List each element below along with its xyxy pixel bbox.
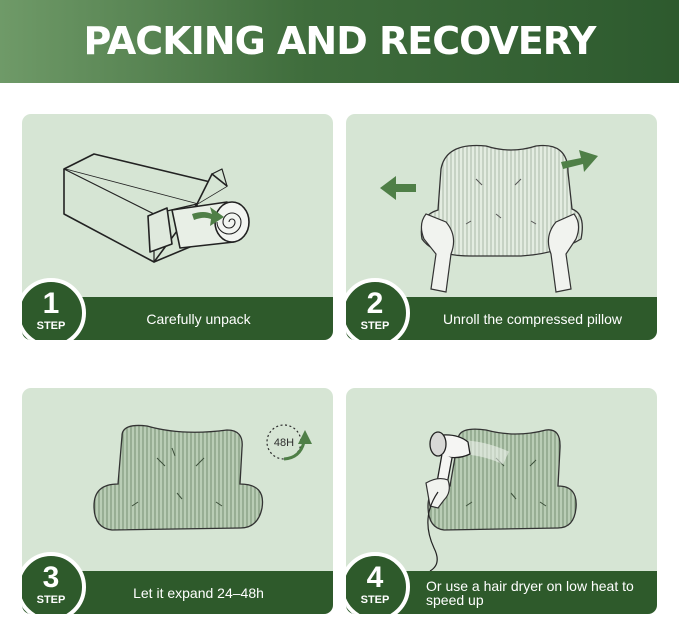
step-card-2: Unroll the compressed pillow 2 STEP <box>346 114 657 340</box>
step-label: STEP <box>360 320 390 332</box>
box-roll-illustration <box>63 153 250 263</box>
step-card-4: Or use a hair dryer on low heat to speed… <box>346 388 657 614</box>
hair-dryer-illustration <box>425 428 577 571</box>
step-label: STEP <box>36 320 66 332</box>
expanded-pillow-illustration <box>93 424 264 531</box>
page-title: PACKING AND RECOVERY <box>83 19 597 63</box>
timer-label: 48H <box>274 437 294 449</box>
step-badge: 1 STEP <box>22 278 86 340</box>
header-banner: PACKING AND RECOVERY <box>0 0 679 83</box>
step-number: 2 <box>366 287 384 320</box>
step-badge: 2 STEP <box>346 278 410 340</box>
pillow-unroll-illustration <box>380 144 598 293</box>
step-number: 4 <box>366 561 384 594</box>
step-caption: Unroll the compressed pillow <box>443 310 622 327</box>
step-caption: Let it expand 24–48h <box>133 584 264 601</box>
clock-48h-icon: 48H <box>260 420 316 464</box>
step-caption: Carefully unpack <box>146 310 251 327</box>
step-label: STEP <box>360 594 390 606</box>
step-badge: 3 STEP <box>22 552 86 614</box>
step-card-1: Carefully unpack 1 STEP <box>22 114 333 340</box>
step-card-3: 48H Let it expand 24–48h 3 STEP <box>22 388 333 614</box>
step-number: 1 <box>42 287 60 320</box>
step-number: 3 <box>42 561 60 594</box>
step-badge: 4 STEP <box>346 552 410 614</box>
step-label: STEP <box>36 594 66 606</box>
step-caption: Or use a hair dryer on low heat to speed… <box>426 577 634 608</box>
